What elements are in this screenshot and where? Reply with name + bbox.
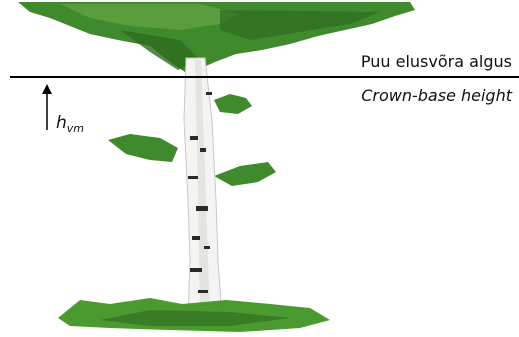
branch-foliage-right-lower [214,162,276,186]
height-symbol-subscript: vm [66,122,85,135]
height-arrow [42,84,52,130]
branch-foliage-left [108,134,178,162]
height-symbol-main: h [56,113,67,133]
tree-crown [18,2,415,74]
height-symbol: hvm [56,113,84,135]
branch-foliage-right-upper [214,94,252,114]
crown-base-label-english: Crown-base height [361,86,512,105]
crown-base-label-estonian: Puu elusvõra algus [360,52,512,71]
tree-trunk [183,57,223,319]
